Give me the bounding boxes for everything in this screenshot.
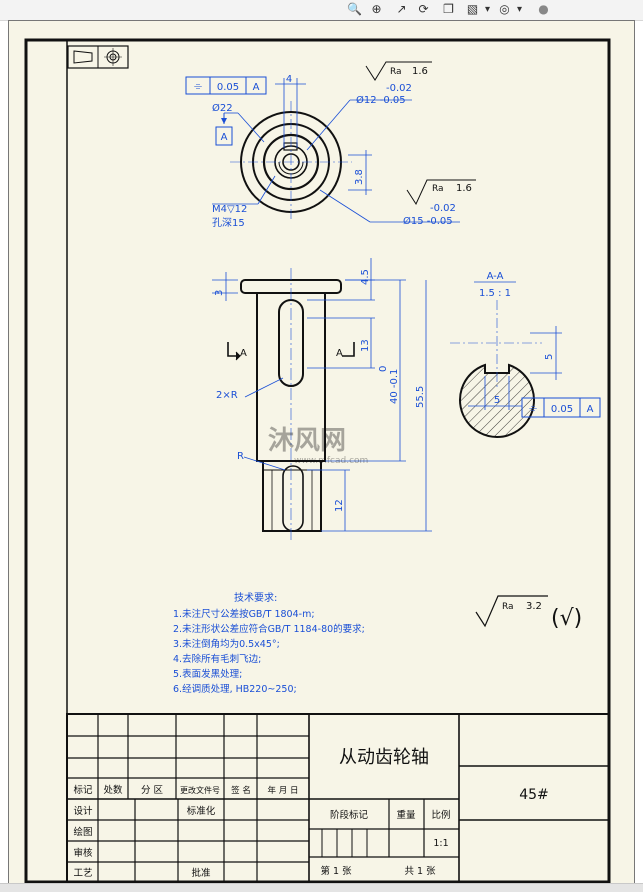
row-drawing: 绘图 xyxy=(73,826,92,838)
roughness-value: 1.6 xyxy=(412,66,428,77)
stage-mark: 阶段标记 xyxy=(330,809,369,821)
watermark: 沐风网 www.mfcad.com xyxy=(268,426,368,466)
view-orientation-icon[interactable]: ❐ xyxy=(443,2,454,16)
dim-13: 13 xyxy=(360,339,371,352)
symmetry-icon: ⌯ xyxy=(194,81,202,92)
tol-phi12: Ø12 -0.05 xyxy=(356,94,406,106)
tolerance-value: 0.05 xyxy=(217,82,239,93)
dim-phi22: Ø22 xyxy=(212,102,233,114)
note-item: 3.未注倒角均为0.5x45°; xyxy=(173,638,280,650)
tolerance-datum: A xyxy=(253,82,260,93)
appearance-icon[interactable]: ● xyxy=(538,2,549,16)
section-mark-left: A xyxy=(240,348,247,359)
horizontal-scrollbar[interactable] xyxy=(0,883,643,892)
rev-header: 年 月 日 xyxy=(268,785,299,796)
drawing-sheet xyxy=(8,20,635,884)
dim-4-5: 4.5 xyxy=(360,269,371,285)
dim-12: 12 xyxy=(334,499,345,512)
section-view: A-A 1.5 : 1 5 5 ⌯ 0.05 A xyxy=(450,271,601,438)
row-design: 设计 xyxy=(73,805,93,817)
weight: 重量 xyxy=(396,809,416,821)
dropdown-icon[interactable]: ▾ xyxy=(484,4,491,15)
roughness-value: 1.6 xyxy=(456,183,472,194)
hole-depth-note: 孔深15 xyxy=(212,217,245,229)
dim-3: 3 xyxy=(214,290,225,296)
section-mark-right: A xyxy=(336,348,343,359)
tol-phi12-upper: -0.02 xyxy=(386,83,412,94)
title-block-text: 从动齿轮轴 45# 标记 处数 分 区 更改文件号 签 名 年 月 日 设计 标… xyxy=(73,747,548,879)
radius-note: 2×R xyxy=(216,390,238,401)
row-process: 工艺 xyxy=(73,868,92,879)
dim-40-upper: 0 xyxy=(378,366,389,372)
dropdown-icon[interactable]: ▾ xyxy=(516,4,523,15)
section-title: A-A xyxy=(487,271,504,282)
part-name: 从动齿轮轴 xyxy=(339,747,429,768)
zoom-previous-icon[interactable]: ↗ xyxy=(396,2,407,16)
side-view: A A 3 4.5 13 0 40 -0.1 55.5 12 2×R R xyxy=(212,258,432,540)
roughness-value: 3.2 xyxy=(526,601,542,612)
note-item: 6.经调质处理, HB220~250; xyxy=(173,683,297,695)
dim-width: 4 xyxy=(286,74,292,85)
roughness-label: Ra xyxy=(502,602,514,612)
rev-header: 标记 xyxy=(73,784,93,796)
zoom-area-icon[interactable]: ⊕ xyxy=(371,2,382,16)
tolerance-datum: A xyxy=(587,404,594,415)
note-item: 2.未注形状公差应符合GB/T 1184-80的要求; xyxy=(173,623,365,635)
note-item: 4.去除所有毛刺飞边; xyxy=(173,653,261,665)
sheet-total: 共 1 张 xyxy=(404,866,436,877)
rotate-view-icon[interactable]: ⟳ xyxy=(418,2,429,16)
dim-5-right: 5 xyxy=(544,354,555,360)
tol-phi15: Ø15 -0.05 xyxy=(403,215,453,227)
tolerance-value: 0.05 xyxy=(551,404,573,415)
notes-title: 技术要求: xyxy=(234,591,277,604)
material: 45# xyxy=(519,787,549,803)
dim-5-bottom: 5 xyxy=(494,395,500,406)
title-block xyxy=(66,713,610,883)
general-roughness: Ra 3.2 (√) xyxy=(475,595,582,631)
rev-header: 更改文件号 xyxy=(180,785,220,795)
note-item: 1.未注尺寸公差按GB/T 1804-m; xyxy=(173,608,315,620)
row-standard: 标准化 xyxy=(187,805,216,817)
thread-note: M4▽12 xyxy=(212,204,247,215)
sheet-number: 第 1 张 xyxy=(320,865,352,877)
top-view: A ⌯ 0.05 A 4 Ø22 Ra 1.6 -0.02 Ø12 -0.05 … xyxy=(185,61,476,229)
rev-header: 处数 xyxy=(103,784,123,796)
zoom-fit-icon[interactable]: 🔍 xyxy=(347,2,362,16)
roughness-label: Ra xyxy=(390,67,402,77)
scale-value: 1:1 xyxy=(433,838,448,849)
rev-header: 分 区 xyxy=(141,785,164,796)
watermark-brand: 沐风网 xyxy=(268,426,346,456)
tol-phi15-upper: -0.02 xyxy=(430,203,456,214)
row-check: 审核 xyxy=(73,847,93,859)
section-scale: 1.5 : 1 xyxy=(479,288,511,299)
symmetry-icon: ⌯ xyxy=(529,403,537,414)
technical-notes: 技术要求: 1.未注尺寸公差按GB/T 1804-m; 2.未注形状公差应符合G… xyxy=(173,591,365,695)
hide-show-icon[interactable]: ◎ xyxy=(499,2,510,16)
radius-note-2: R xyxy=(237,451,244,462)
rev-header: 签 名 xyxy=(231,785,251,796)
dim-55-5: 55.5 xyxy=(415,386,426,408)
datum-label: A xyxy=(221,132,228,143)
roughness-symbol: (√) xyxy=(551,606,582,631)
row-approve: 批准 xyxy=(191,867,211,879)
dim-40: 40 -0.1 xyxy=(389,369,400,404)
dim-3-8: 3.8 xyxy=(354,169,365,185)
note-item: 5.表面发黑处理; xyxy=(173,668,242,680)
watermark-url: www.mfcad.com xyxy=(294,456,368,466)
display-style-icon[interactable]: ▧ xyxy=(466,2,479,16)
roughness-label: Ra xyxy=(432,184,444,194)
projection-symbol xyxy=(67,45,129,69)
ratio: 比例 xyxy=(431,809,450,821)
